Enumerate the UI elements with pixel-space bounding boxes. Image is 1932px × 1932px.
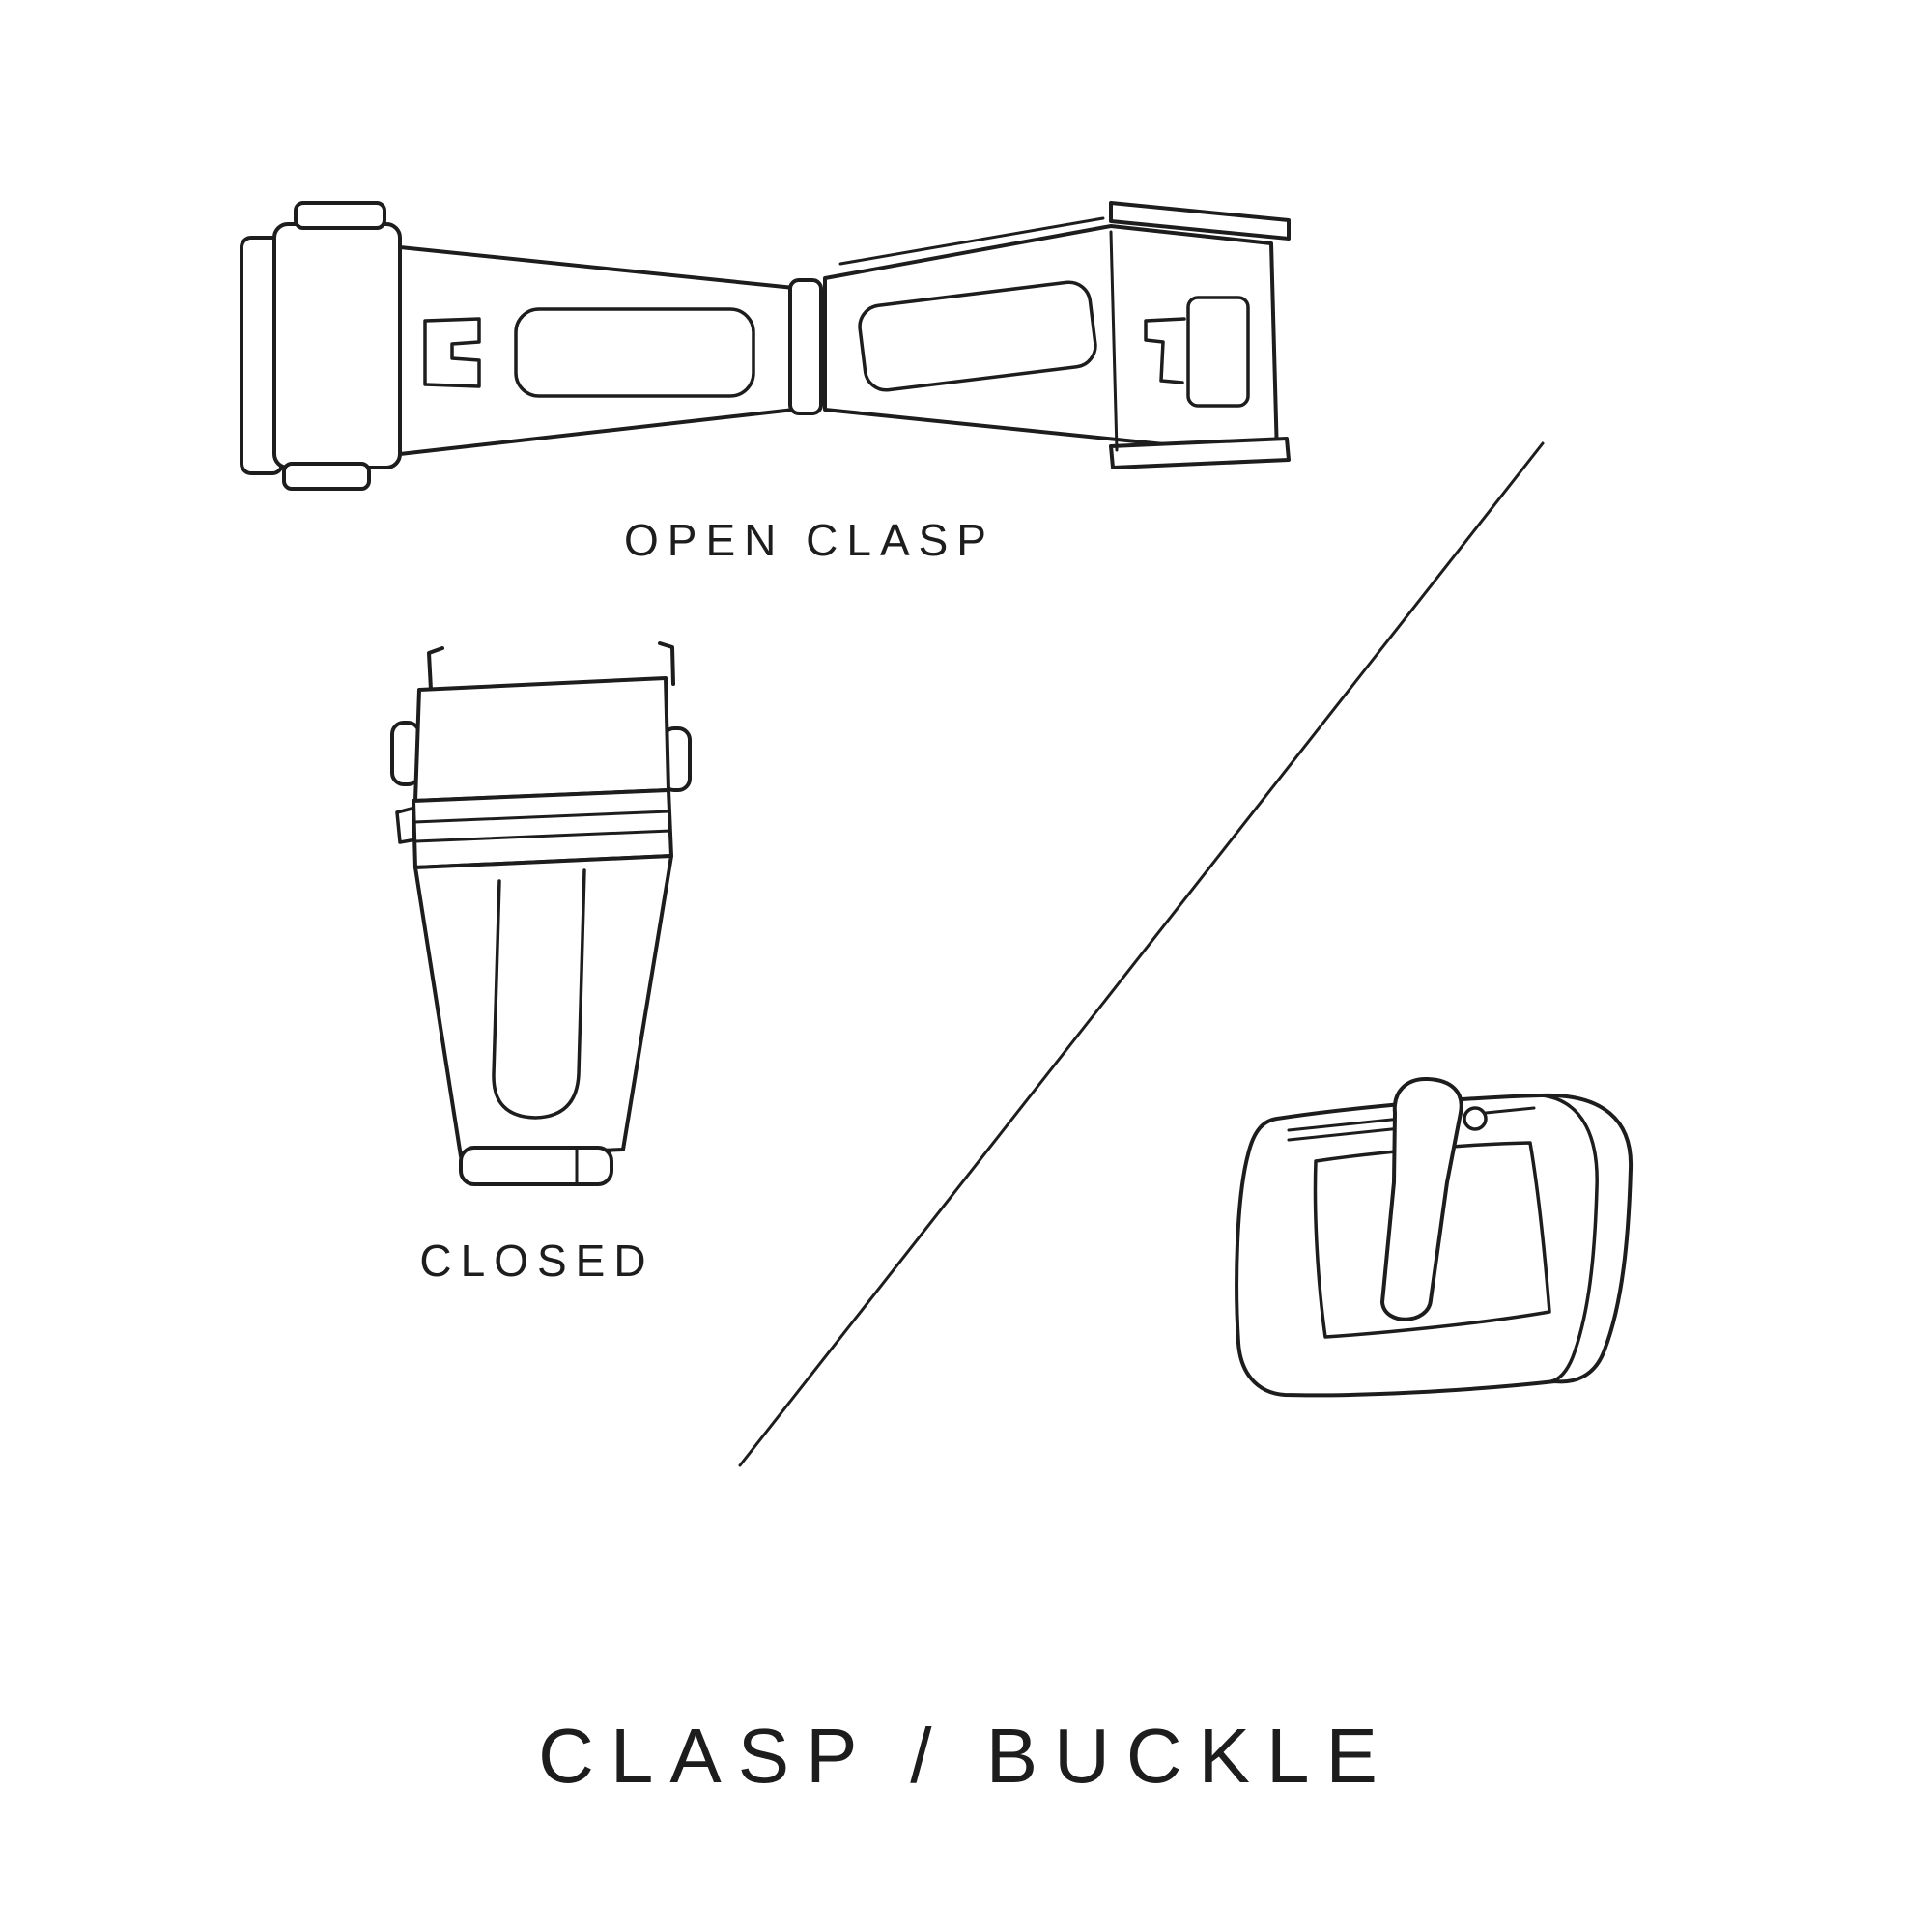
closed-clasp-caption: CLOSED xyxy=(419,1236,655,1286)
closed-clasp-prong-right xyxy=(658,641,675,686)
open-clasp-top-bracket xyxy=(1109,201,1291,241)
open-clasp-cover-bottom-tab xyxy=(282,462,371,491)
divider-line xyxy=(738,441,1545,1467)
open-clasp-right-window xyxy=(858,280,1097,392)
open-clasp-cover-block xyxy=(272,222,402,469)
closed-clasp-body-window xyxy=(492,868,586,1120)
closed-clasp-band-line-2 xyxy=(413,829,672,843)
open-clasp-caption: OPEN CLASP xyxy=(624,515,995,565)
diagram-title: CLASP / BUCKLE xyxy=(538,1713,1394,1799)
buckle-illustration xyxy=(1235,1076,1634,1398)
open-clasp-left-window xyxy=(514,307,755,398)
open-clasp-hinge xyxy=(788,278,823,415)
closed-clasp-top-block xyxy=(413,676,670,803)
buckle-inner-opening xyxy=(1313,1141,1551,1339)
closed-clasp-band-line-1 xyxy=(412,810,671,824)
buckle-pin-line-1 xyxy=(1287,1117,1403,1132)
closed-clasp-bottom-cap xyxy=(459,1146,613,1186)
buckle-pin-line-3 xyxy=(1484,1106,1536,1115)
open-clasp-left-blade xyxy=(398,245,796,456)
open-clasp-right-plate-line xyxy=(1109,230,1119,452)
open-clasp-right-blade xyxy=(823,224,1279,458)
closed-clasp-illustration xyxy=(390,641,692,1186)
open-clasp-slot xyxy=(1186,296,1250,408)
buckle-pin-loop xyxy=(1463,1106,1488,1131)
open-clasp-right-blade-edge xyxy=(838,216,1105,266)
open-clasp-illustration xyxy=(240,201,1291,491)
open-clasp-left-catch xyxy=(423,317,481,388)
buckle-pin-line-2 xyxy=(1287,1126,1403,1142)
closed-clasp-prong-left xyxy=(427,646,444,692)
open-clasp-bottom-bracket xyxy=(1109,437,1291,469)
buckle-right-thickness xyxy=(1541,1094,1599,1383)
buckle-tongue xyxy=(1380,1076,1463,1321)
open-clasp-slot-hook xyxy=(1144,317,1186,384)
open-clasp-cover-top-tab xyxy=(294,201,386,230)
closed-clasp-body xyxy=(413,854,673,1158)
